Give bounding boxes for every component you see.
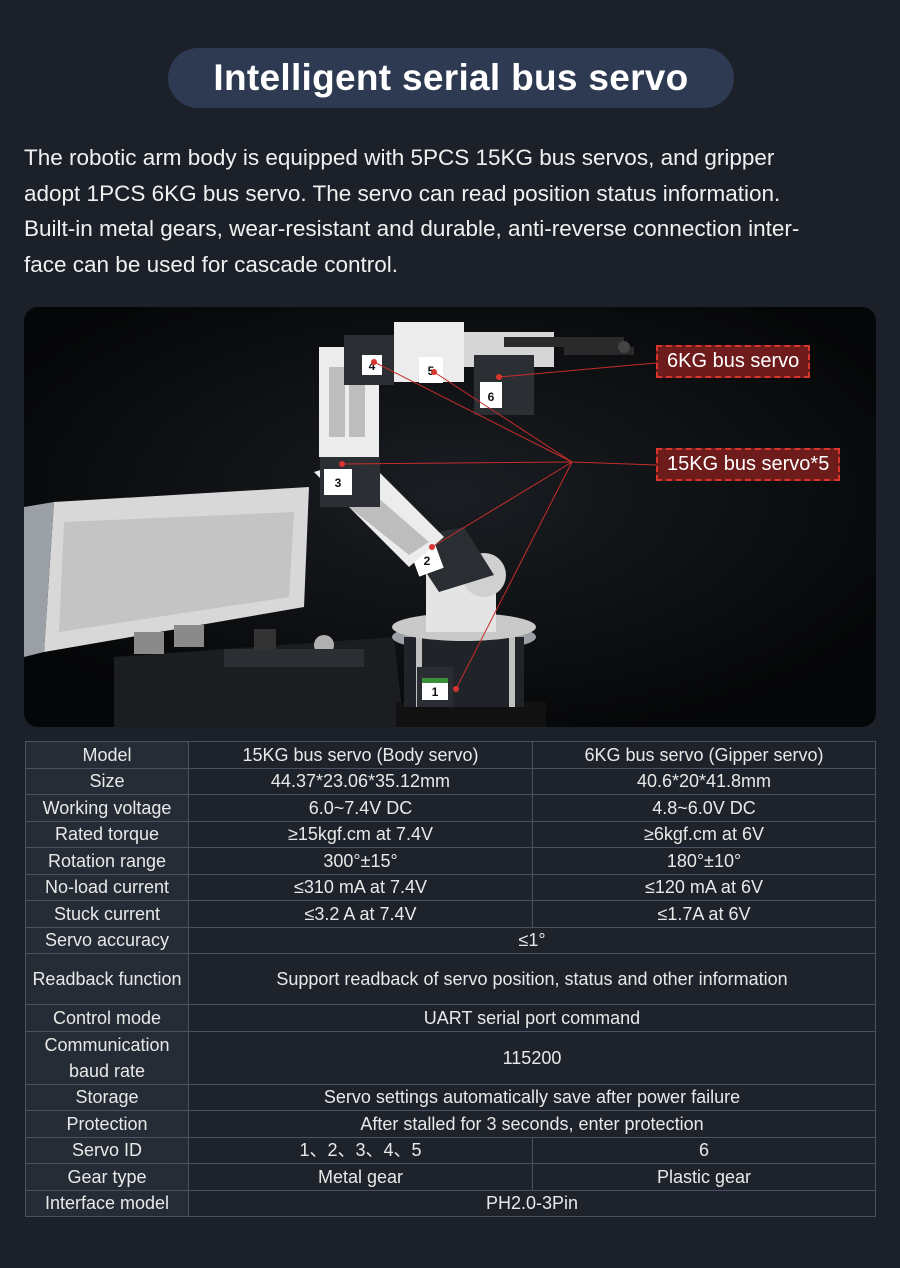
table-row: Control mode UART serial port command xyxy=(25,1004,876,1032)
callout-lines xyxy=(341,361,657,690)
arm-lower-link xyxy=(314,457,444,567)
spec-value: ≤310 mA at 7.4V xyxy=(188,873,533,901)
servo-label-3: 3 xyxy=(335,476,342,490)
arm-upper-link xyxy=(319,335,394,457)
spec-value: 115200 xyxy=(188,1030,876,1085)
servo-label-1: 1 xyxy=(432,685,439,699)
table-row: Rotation range 300°±15° 180°±10° xyxy=(25,847,876,875)
page-title: Intelligent serial bus servo xyxy=(213,57,689,98)
spec-value: UART serial port command xyxy=(188,1004,876,1032)
table-row: Working voltage 6.0~7.4V DC 4.8~6.0V DC xyxy=(25,794,876,822)
spec-value: After stalled for 3 seconds, enter prote… xyxy=(188,1110,876,1138)
spec-label: Model xyxy=(25,741,189,769)
intro-line: adopt 1PCS 6KG bus servo. The servo can … xyxy=(24,180,781,206)
spec-value: Plastic gear xyxy=(532,1163,876,1191)
robot-arm-photo: 1 2 3 4 5 6 6KG bus servo 15KG bus servo… xyxy=(24,307,876,727)
callout-15kg-servos: 15KG bus servo*5 xyxy=(656,448,841,481)
controller-base xyxy=(114,625,404,727)
spec-value: ≥15kgf.cm at 7.4V xyxy=(188,820,533,848)
callout-6kg-servo: 6KG bus servo xyxy=(656,345,811,378)
spec-value: Metal gear xyxy=(188,1163,533,1191)
spec-label: Control mode xyxy=(25,1004,189,1032)
spec-value: Servo settings automatically save after … xyxy=(188,1083,876,1111)
spec-label: Rated torque xyxy=(25,820,189,848)
table-row: Protection After stalled for 3 seconds, … xyxy=(25,1110,876,1138)
servo-label-4: 4 xyxy=(369,359,376,373)
spec-value: 4.8~6.0V DC xyxy=(532,794,876,822)
intro-paragraph: The robotic arm body is equipped with 5P… xyxy=(24,140,876,282)
spec-label: Protection xyxy=(25,1110,189,1138)
callout-dots xyxy=(339,359,502,692)
spec-value: Support readback of servo position, stat… xyxy=(188,953,876,1005)
spec-value: 300°±15° xyxy=(188,847,533,875)
spec-label: Interface model xyxy=(25,1189,189,1217)
spec-value: 1、2、3、4、5 xyxy=(188,1136,533,1164)
servo-label-6: 6 xyxy=(488,390,495,404)
table-row: Stuck current ≤3.2 A at 7.4V ≤1.7A at 6V xyxy=(25,900,876,928)
spec-label: Rotation range xyxy=(25,847,189,875)
spec-table: Model 15KG bus servo (Body servo) 6KG bu… xyxy=(25,741,876,1217)
spec-value: ≤1.7A at 6V xyxy=(532,900,876,928)
spec-label: Servo ID xyxy=(25,1136,189,1164)
servo-label-2: 2 xyxy=(424,554,431,568)
table-row: Readback function Support readback of se… xyxy=(25,953,876,1005)
spec-label: Storage xyxy=(25,1083,189,1111)
spec-label: Readback function xyxy=(25,953,189,1005)
title-banner: Intelligent serial bus servo xyxy=(168,48,734,108)
table-row: Servo accuracy ≤1° xyxy=(25,926,876,954)
table-row: Rated torque ≥15kgf.cm at 7.4V ≥6kgf.cm … xyxy=(25,820,876,848)
spec-value: ≤3.2 A at 7.4V xyxy=(188,900,533,928)
spec-label: No-load current xyxy=(25,873,189,901)
spec-value: 6.0~7.4V DC xyxy=(188,794,533,822)
spec-value: 6KG bus servo (Gipper servo) xyxy=(532,741,876,769)
spec-label: Communication baud rate xyxy=(25,1030,189,1085)
spec-label: Working voltage xyxy=(25,794,189,822)
spec-label: Servo accuracy xyxy=(25,926,189,954)
table-row: Gear type Metal gear Plastic gear xyxy=(25,1163,876,1191)
table-row: Storage Servo settings automatically sav… xyxy=(25,1083,876,1111)
spec-value: ≤120 mA at 6V xyxy=(532,873,876,901)
spec-label: Gear type xyxy=(25,1163,189,1191)
spec-value: 40.6*20*41.8mm xyxy=(532,767,876,795)
servo-label-5: 5 xyxy=(428,364,435,378)
spec-label: Stuck current xyxy=(25,900,189,928)
table-row: Interface model PH2.0-3Pin xyxy=(25,1189,876,1217)
spec-value: 180°±10° xyxy=(532,847,876,875)
intro-line: The robotic arm body is equipped with 5P… xyxy=(24,145,775,170)
spec-value: 15KG bus servo (Body servo) xyxy=(188,741,533,769)
touch-screen-panel xyxy=(24,487,309,657)
spec-value: PH2.0-3Pin xyxy=(188,1189,876,1217)
table-row: No-load current ≤310 mA at 7.4V ≤120 mA … xyxy=(25,873,876,901)
spec-label-line: baud rate xyxy=(68,1060,146,1081)
spec-label: Size xyxy=(25,767,189,795)
spec-value: 44.37*23.06*35.12mm xyxy=(188,767,533,795)
table-row: Communication baud rate 115200 xyxy=(25,1030,876,1085)
spec-value: 6 xyxy=(532,1136,876,1164)
intro-line: Built-in metal gears, wear-resistant and… xyxy=(24,216,800,241)
table-row: Servo ID 1、2、3、4、5 6 xyxy=(25,1136,876,1164)
table-row: Size 44.37*23.06*35.12mm 40.6*20*41.8mm xyxy=(25,767,876,795)
spec-label-line: Communication xyxy=(44,1034,170,1055)
spec-value: ≥6kgf.cm at 6V xyxy=(532,820,876,848)
table-row: Model 15KG bus servo (Body servo) 6KG bu… xyxy=(25,741,876,769)
intro-line: face can be used for cascade control. xyxy=(24,251,398,277)
spec-value: ≤1° xyxy=(188,926,876,954)
